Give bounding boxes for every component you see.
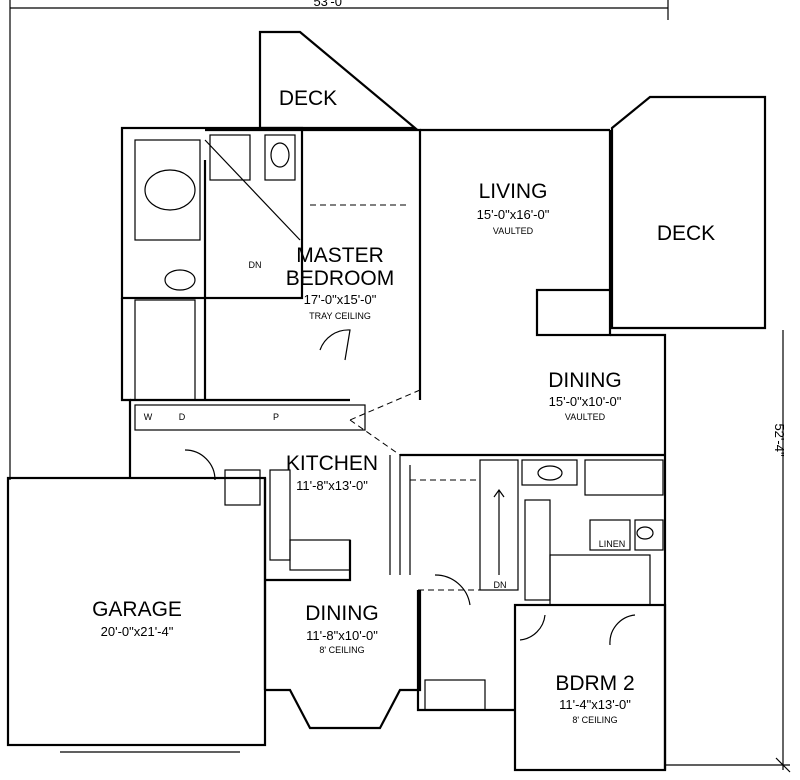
dashed-lines — [310, 204, 480, 591]
master-size: 17'-0"x15'-0" — [304, 292, 377, 307]
doors — [184, 329, 636, 646]
deck-top-label: DECK — [279, 87, 337, 110]
deck-right-label: DECK — [657, 222, 715, 245]
dn-master-label: DN — [249, 260, 262, 270]
width-dimension: 53'-0" — [313, 0, 347, 9]
deck-right — [610, 95, 767, 330]
living-size: 15'-0"x16'-0" — [477, 207, 550, 222]
bdrm2-label: BDRM 2 — [555, 672, 634, 695]
depth-dimension: 52'-4" — [772, 423, 787, 457]
bdrm2-note: 8' CEILING — [572, 715, 617, 725]
linen-label: LINEN — [599, 539, 626, 549]
dining-lower-note: 8' CEILING — [319, 645, 364, 655]
living-note: VAULTED — [493, 226, 534, 236]
kitchen-label: KITCHEN — [286, 452, 378, 475]
dimension-lines — [9, 0, 791, 773]
dining-upper-note: VAULTED — [565, 412, 606, 422]
master-label-1: MASTER — [296, 244, 384, 267]
kitchen-size: 11'-8"x13'-0" — [296, 478, 368, 493]
garage-label: GARAGE — [92, 598, 182, 621]
washer-label: W — [144, 412, 153, 422]
walls — [6, 126, 667, 772]
deck-top — [258, 30, 419, 130]
dining-upper-label: DINING — [548, 369, 622, 392]
bdrm2-size: 11'-4"x13'-0" — [559, 697, 631, 712]
master-label-2: BEDROOM — [286, 267, 395, 290]
dryer-label: D — [179, 412, 186, 422]
garage-size: 20'-0"x21'-4" — [101, 624, 174, 639]
dining-lower-label: DINING — [305, 602, 379, 625]
pantry-label: P — [273, 412, 279, 422]
dining-lower-size: 11'-8"x10'-0" — [306, 628, 378, 643]
dining-upper-size: 15'-0"x10'-0" — [549, 394, 622, 409]
living-label: LIVING — [479, 180, 548, 203]
master-note: TRAY CEILING — [309, 311, 371, 321]
dn-stair-label: DN — [494, 580, 507, 590]
